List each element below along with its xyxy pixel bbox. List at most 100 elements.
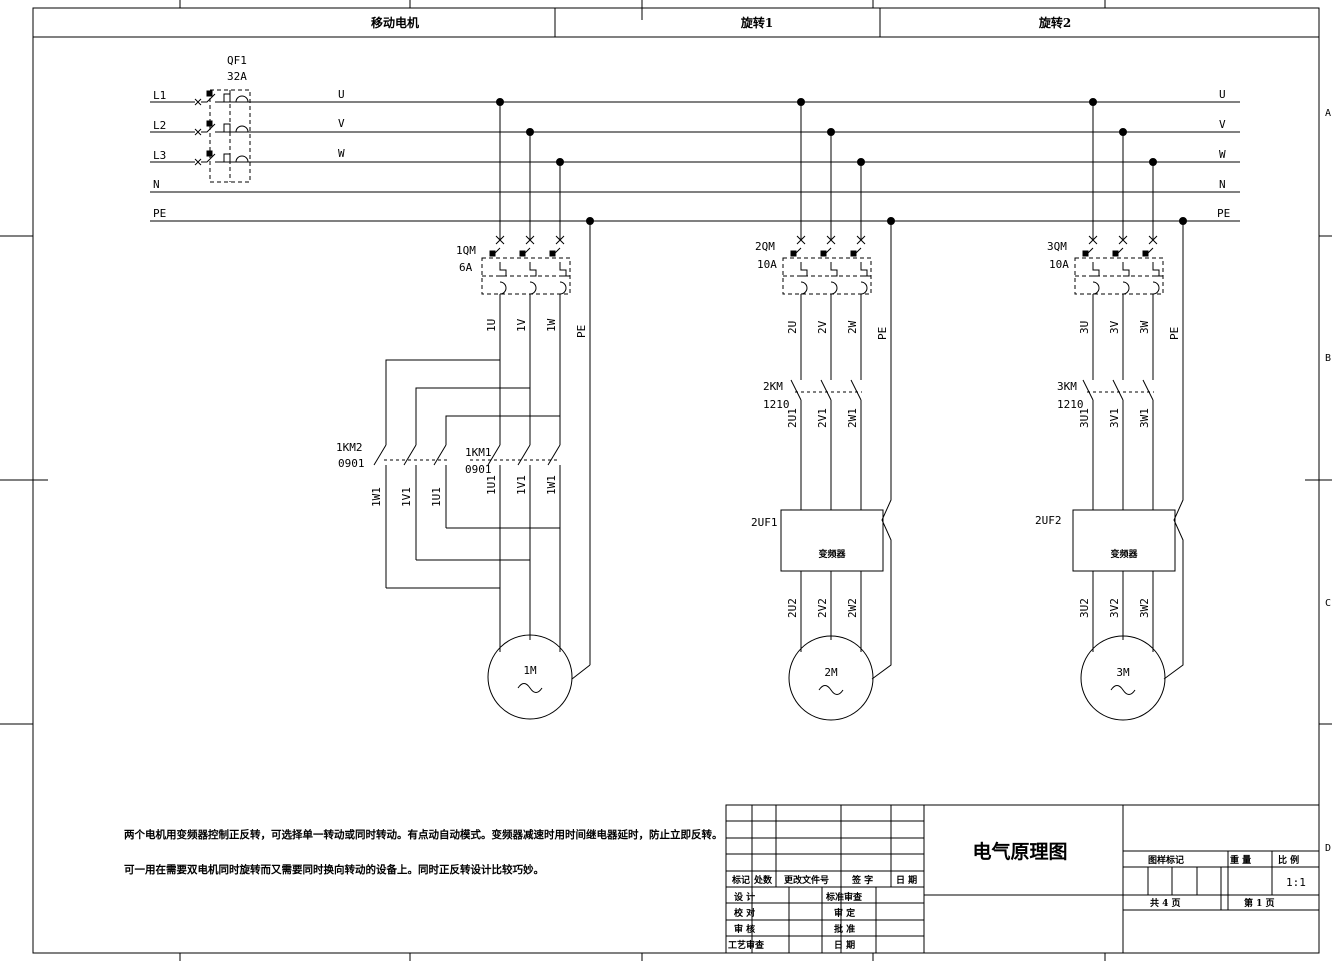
zone-mark-b: B [1325,353,1331,364]
breaker-2qm-tag: 2QM [755,240,775,253]
motor-2m-symbol [788,635,874,721]
inverter-2uf1-tag: 2UF1 [751,516,778,529]
contactor-1km2-tag: 1KM2 [336,441,363,454]
contactor-1km1-code: 0901 [465,463,492,476]
motor-3m-label: 3M [1116,666,1130,679]
main-supply: QF1 32A L1 L2 L3 N PE U [150,54,1240,222]
tb-date: 日 期 [896,874,917,886]
note-line-2: 可一用在需要双电机同时旋转而又需要同时换向转动的设备上。同时正反转设计比较巧妙。 [124,863,544,876]
zone-mark-d: D [1325,843,1331,854]
wire-label-1u: 1U [485,319,498,332]
wire-label-3v: 3V [1108,320,1121,334]
contactor-2km-tag: 2KM [763,380,783,393]
bus-label-v: V [338,117,345,130]
breaker-3qm-rating: 10A [1049,258,1069,271]
branch-moving-motor: 1QM 6A 1U 1V 1W PE 1KM2 0901 1KM1 0901 1 [336,98,594,720]
contactor-1km2-code: 0901 [338,457,365,470]
out-wire-label-2u2: 2U2 [786,598,799,618]
tb-sheet-no: 第 1 页 [1244,897,1275,909]
section-label-rotation-2: 旋转2 [1038,15,1071,30]
ctr-wire-label-3u1: 3U1 [1078,408,1091,428]
motor-2m-label: 2M [824,666,838,679]
breaker-2qm-symbol [782,235,872,295]
tb-review: 审 核 [734,923,755,935]
main-breaker-tag: QF1 [227,54,247,67]
breaker-1qm-symbol [481,235,571,295]
tb-signature: 签 字 [851,874,873,886]
rev-wire-label-1v1: 1V1 [400,487,413,507]
tb-weight: 重 量 [1230,854,1251,866]
wire-label-3u: 3U [1078,321,1091,334]
input-label-l1: L1 [153,89,166,102]
note-line-1: 两个电机用变频器控制正反转，可选择单一转动或同时转动。有点动自动模式。变频器减速… [124,828,723,841]
wire-label-3w: 3W [1138,320,1151,334]
main-breaker-symbol [194,89,260,183]
out-wire-label-2w2: 2W2 [846,598,859,618]
fwd-wire-label-1w1: 1W1 [545,475,558,495]
section-label-moving-motor: 移动电机 [371,15,419,30]
ctr-wire-label-3v1: 3V1 [1108,408,1121,428]
wire-label-3pe: PE [1168,327,1181,340]
inverter-2uf2-tag: 2UF2 [1035,514,1062,527]
ctr-wire-label-2w1: 2W1 [846,408,859,428]
rev-wire-label-1w1: 1W1 [370,487,383,507]
out-wire-label-2v2: 2V2 [816,598,829,618]
wire-label-2u: 2U [786,321,799,334]
contactor-3km-tag: 3KM [1057,380,1077,393]
tb-approve-1: 审 定 [834,907,856,919]
wire-label-1pe: PE [575,325,588,338]
breaker-1qm-tag: 1QM [456,244,476,257]
wire-label-1v: 1V [515,318,528,332]
breaker-3qm-tag: 3QM [1047,240,1067,253]
tb-total-sheets: 共 4 页 [1150,897,1181,909]
out-wire-label-3w2: 3W2 [1138,598,1151,618]
ctr-wire-label-3w1: 3W1 [1138,408,1151,428]
branch-rotation-1: 2QM 10A 2U 2V 2W PE 2KM 1210 2U1 2V1 2W1… [751,98,895,721]
ctr-wire-label-2u1: 2U1 [786,408,799,428]
tb-std-review: 标准审查 [825,891,863,903]
tb-approve-2: 批 准 [834,923,855,935]
fwd-wire-label-1u1: 1U1 [485,475,498,495]
tb-scale: 比 例 [1278,854,1299,866]
breaker-1qm-rating: 6A [459,261,473,274]
motor-1m-symbol [487,634,573,720]
input-label-n: N [153,178,160,191]
tb-check: 校 对 [734,907,755,919]
drawing-title: 电气原理图 [972,840,1067,863]
tb-design: 设 计 [734,891,755,903]
out-label-u: U [1219,88,1226,101]
wire-label-2pe: PE [876,327,889,340]
tb-mark: 标记 [731,874,750,886]
rev-wire-label-1u1: 1U1 [430,487,443,507]
breaker-3qm-symbol [1074,235,1164,295]
inverter-2uf2-box [1072,509,1176,572]
contactor-2km-code: 1210 [763,398,790,411]
zone-mark-c: C [1325,598,1331,609]
contactor-1km1-tag: 1KM1 [465,446,492,459]
out-label-v: V [1219,118,1226,131]
title-block [725,804,1320,954]
input-label-l2: L2 [153,119,166,132]
wire-label-1w: 1W [545,318,558,332]
inverter-2uf1-box [780,509,884,572]
tb-count: 处数 [753,874,773,886]
input-label-pe: PE [153,207,166,220]
inverter-2uf1-label: 变频器 [818,548,846,560]
fwd-wire-label-1v1: 1V1 [515,475,528,495]
out-label-n: N [1219,178,1226,191]
out-label-w: W [1219,148,1226,161]
out-wire-label-3v2: 3V2 [1108,598,1121,618]
section-label-rotation-1: 旋转1 [740,15,773,30]
out-wire-label-3u2: 3U2 [1078,598,1091,618]
input-label-l3: L3 [153,149,166,162]
out-label-pe: PE [1217,207,1230,220]
tb-date-2: 日 期 [834,939,855,951]
main-breaker-rating: 32A [227,70,247,83]
bus-label-u: U [338,88,345,101]
tb-process: 工艺审查 [728,939,765,951]
zone-mark-a: A [1325,108,1331,119]
contactor-3km-code: 1210 [1057,398,1084,411]
tb-drawing-mark: 图样标记 [1148,854,1184,866]
